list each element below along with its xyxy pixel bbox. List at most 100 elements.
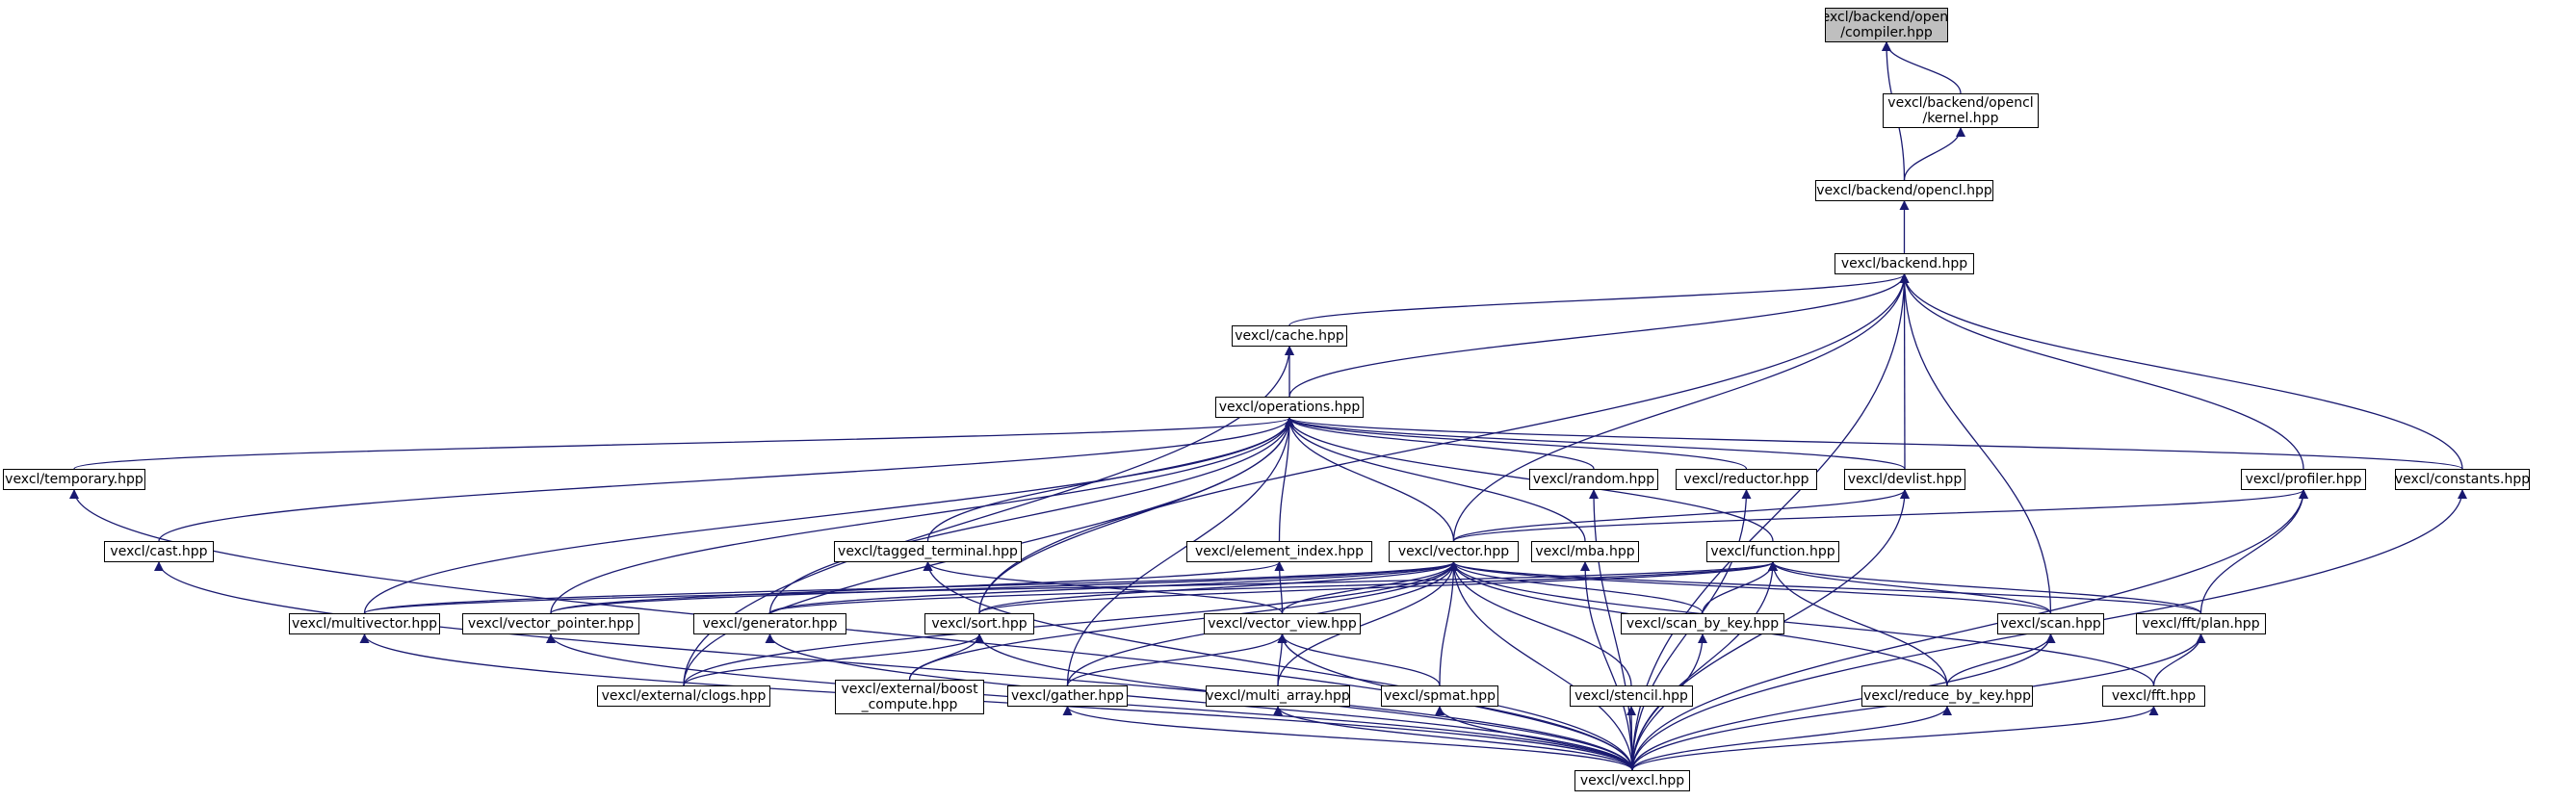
- edge-vexcl-to-function: [1631, 561, 1778, 771]
- edge-fft-to-vector: [1448, 561, 2155, 686]
- node-tagged[interactable]: vexcl/tagged_terminal.hpp: [834, 541, 1022, 562]
- edge-temporary-to-operations: [73, 417, 1294, 470]
- edge-fft_plan-to-profiler: [2199, 489, 2308, 614]
- node-generator[interactable]: vexcl/generator.hpp: [693, 613, 846, 634]
- node-vexcl[interactable]: vexcl/vexcl.hpp: [1574, 770, 1690, 791]
- node-fft[interactable]: vexcl/fft.hpp: [2102, 685, 2205, 707]
- node-fft-plan[interactable]: vexcl/fft/plan.hpp: [2136, 613, 2266, 634]
- node-vector-view[interactable]: vexcl/vector_view.hpp: [1204, 613, 1361, 634]
- node-opencl[interactable]: vexcl/backend/opencl.hpp: [1815, 180, 1993, 201]
- node-element-index[interactable]: vexcl/element_index.hpp: [1186, 541, 1372, 562]
- node-function[interactable]: vexcl/function.hpp: [1706, 541, 1839, 562]
- node-backend[interactable]: vexcl/backend.hpp: [1834, 253, 1974, 274]
- edge-vector_pointer-to-operations: [550, 417, 1294, 614]
- edge-fft_plan-to-vector: [1448, 561, 2202, 614]
- node-scan[interactable]: vexcl/scan.hpp: [1997, 613, 2104, 634]
- node-devlist[interactable]: vexcl/devlist.hpp: [1844, 469, 1965, 490]
- edge-scan-to-vector: [1448, 561, 2052, 614]
- edge-clogs-to-vector: [683, 561, 1459, 686]
- edge-scan-to-function: [1768, 561, 2052, 614]
- edge-vector-to-profiler: [1452, 489, 2308, 542]
- edge-operations-to-backend: [1288, 273, 1910, 398]
- edge-vexcl-to-profiler: [1631, 489, 2308, 771]
- edge-vexcl-to-tagged: [923, 561, 1633, 771]
- edge-vexcl-to-fft: [1631, 706, 2159, 771]
- edge-clogs-to-sort: [683, 633, 984, 686]
- node-scan-by-key[interactable]: vexcl/scan_by_key.hpp: [1621, 613, 1784, 634]
- edge-multivector-to-operations: [363, 417, 1294, 614]
- edge-mba-to-operations: [1285, 417, 1586, 542]
- edge-multivector-to-function: [363, 561, 1778, 614]
- edge-vexcl-to-reduce_by_key: [1631, 706, 1952, 771]
- node-operations[interactable]: vexcl/operations.hpp: [1215, 397, 1364, 418]
- edge-vexcl-to-backend: [1631, 273, 1910, 771]
- node-constants[interactable]: vexcl/constants.hpp: [2395, 469, 2530, 490]
- edge-vexcl-to-stencil: [1626, 706, 1637, 771]
- edge-element_index-to-operations: [1278, 417, 1294, 542]
- edge-vexcl-to-spmat: [1435, 706, 1633, 771]
- edge-vexcl-to-gather: [1062, 706, 1633, 771]
- edge-multi_array-to-vector_view: [1277, 633, 1288, 686]
- edge-vector_view-to-tagged: [923, 561, 1284, 614]
- edge-fft-to-fft_plan: [2152, 633, 2206, 686]
- edge-vector-to-devlist: [1452, 489, 1910, 542]
- edge-gather-to-operations: [1066, 417, 1294, 686]
- edge-cast-to-operations: [158, 417, 1294, 542]
- edge-constants-to-operations: [1285, 417, 2463, 470]
- node-reduce-by-key[interactable]: vexcl/reduce_by_key.hpp: [1861, 685, 2033, 707]
- edge-vector-to-backend: [1452, 273, 1910, 542]
- node-multivector[interactable]: vexcl/multivector.hpp: [289, 613, 440, 634]
- edge-reduce_by_key-to-function: [1768, 561, 1948, 686]
- node-cache[interactable]: vexcl/cache.hpp: [1232, 325, 1347, 347]
- edge-vexcl-to-multi_array: [1273, 706, 1633, 771]
- edge-devlist-to-operations: [1285, 417, 1906, 470]
- node-spmat[interactable]: vexcl/spmat.hpp: [1381, 685, 1498, 707]
- edge-vexcl-to-multivector: [359, 633, 1633, 771]
- edge-spmat-to-vector: [1439, 561, 1459, 686]
- node-mba[interactable]: vexcl/mba.hpp: [1531, 541, 1639, 562]
- node-profiler[interactable]: vexcl/profiler.hpp: [2241, 469, 2366, 490]
- edge-constants-to-backend: [1899, 273, 2463, 470]
- node-sort[interactable]: vexcl/sort.hpp: [924, 613, 1034, 634]
- node-vector-pointer[interactable]: vexcl/vector_pointer.hpp: [462, 613, 639, 634]
- node-clogs[interactable]: vexcl/external/clogs.hpp: [597, 685, 770, 707]
- edge-vexcl-to-random: [1589, 489, 1633, 771]
- edge-scan_by_key-to-vector: [1448, 561, 1704, 614]
- edge-vexcl-to-vector: [1448, 561, 1633, 771]
- node-temporary[interactable]: vexcl/temporary.hpp: [3, 469, 145, 490]
- edge-vexcl-to-cast: [154, 561, 1633, 771]
- node-kernel[interactable]: vexcl/backend/opencl /kernel.hpp: [1883, 93, 2039, 128]
- node-reductor[interactable]: vexcl/reductor.hpp: [1676, 469, 1817, 490]
- edge-stencil-to-vector: [1448, 561, 1632, 686]
- edge-generator-to-function: [768, 561, 1778, 614]
- edge-multi_array-to-vector: [1277, 561, 1459, 686]
- edge-spmat-to-vector_view: [1277, 633, 1441, 686]
- edge-gather-to-vector_view: [1066, 633, 1288, 686]
- edge-scan-to-backend: [1899, 273, 2052, 614]
- edge-vector_view-to-vector: [1281, 561, 1459, 614]
- node-cast[interactable]: vexcl/cast.hpp: [104, 541, 214, 562]
- edge-vector_pointer-to-vector: [550, 561, 1459, 614]
- node-boost-compute[interactable]: vexcl/external/boost _compute.hpp: [835, 680, 984, 714]
- edge-vexcl-to-scan: [1631, 633, 2056, 771]
- edge-reductor-to-operations: [1285, 417, 1748, 470]
- node-multi-array[interactable]: vexcl/multi_array.hpp: [1206, 685, 1350, 707]
- edge-vexcl-to-generator: [765, 633, 1633, 771]
- edge-reduce_by_key-to-scan: [1946, 633, 2056, 686]
- edge-vector_pointer-to-element_index: [550, 561, 1285, 614]
- node-stencil[interactable]: vexcl/stencil.hpp: [1570, 685, 1693, 707]
- edge-generator-to-operations: [768, 417, 1294, 614]
- edge-opencl-to-kernel: [1903, 127, 1965, 181]
- edge-sort-to-backend: [978, 273, 1910, 614]
- edge-profiler-to-backend: [1899, 273, 2304, 470]
- edge-devlist-to-backend: [1899, 273, 1910, 470]
- edge-cache-to-backend: [1288, 273, 1910, 326]
- edge-vexcl-to-mba: [1580, 561, 1633, 771]
- node-vector[interactable]: vexcl/vector.hpp: [1389, 541, 1519, 562]
- edge-kernel-to-compiler: [1882, 41, 1962, 94]
- edge-sort-to-vector: [978, 561, 1459, 614]
- node-gather[interactable]: vexcl/gather.hpp: [1007, 685, 1128, 707]
- edge-vector-to-operations: [1285, 417, 1455, 542]
- node-random[interactable]: vexcl/random.hpp: [1529, 469, 1658, 490]
- node-compiler[interactable]: vexcl/backend/opencl /compiler.hpp: [1825, 8, 1948, 42]
